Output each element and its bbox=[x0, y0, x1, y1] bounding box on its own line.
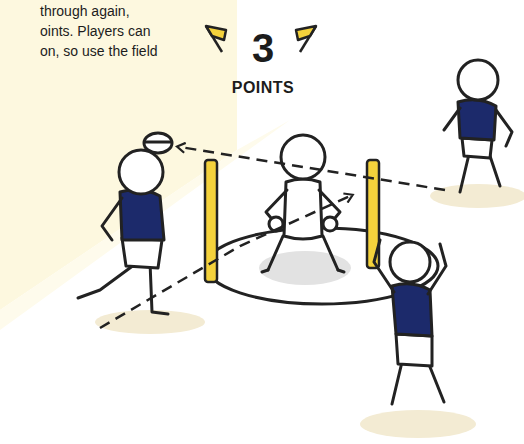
goalkeeper bbox=[262, 135, 344, 272]
flag-right bbox=[296, 26, 316, 52]
ground-shadow bbox=[430, 184, 524, 208]
background-panel bbox=[0, 0, 237, 310]
pass-line bbox=[180, 147, 445, 190]
background-band bbox=[0, 120, 290, 330]
points-caption: POINTS bbox=[213, 78, 313, 98]
ground-shadow bbox=[95, 310, 205, 334]
body-text: through again, oints. Players can on, so… bbox=[40, 1, 162, 61]
player-right-bottom bbox=[374, 240, 446, 404]
ground-shadow bbox=[360, 410, 476, 438]
flag-left bbox=[206, 26, 226, 52]
player-right-top bbox=[444, 60, 512, 192]
points-number: 3 bbox=[240, 26, 286, 70]
player-left bbox=[78, 133, 172, 314]
